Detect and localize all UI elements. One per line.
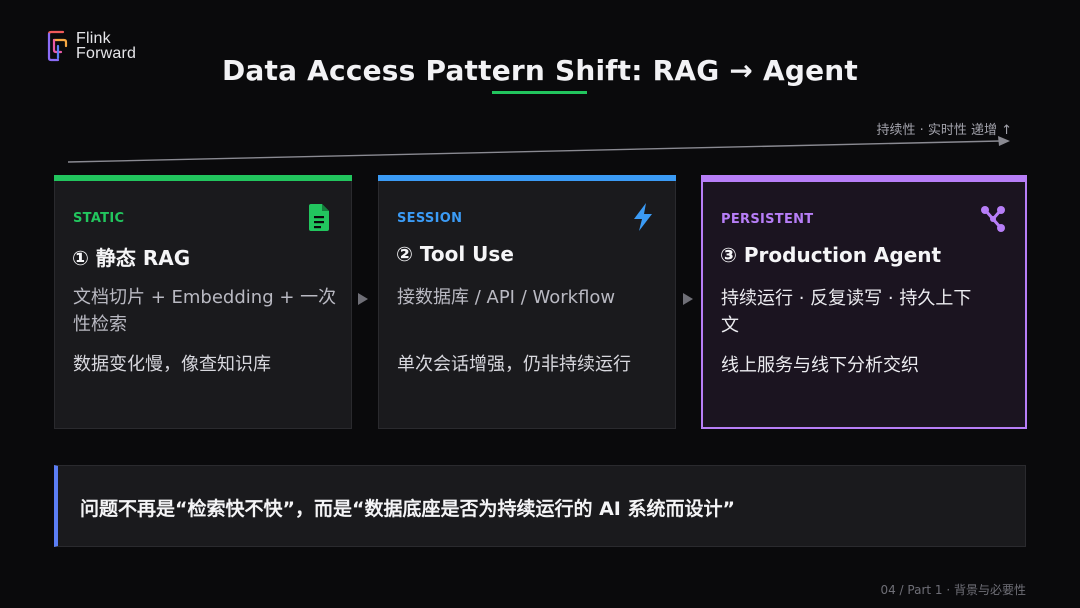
card-static-desc: 文档切片 + Embedding + 一次性检索 bbox=[73, 287, 337, 335]
flink-logo-icon bbox=[47, 30, 68, 62]
trend-arrow bbox=[67, 136, 1010, 163]
separator-arrow-icon bbox=[358, 293, 368, 305]
card-persistent-desc: 持续运行 · 反复读写 · 持久上下文 bbox=[721, 288, 972, 336]
trend-label: 持续性 · 实时性 递增 ↑ bbox=[876, 123, 1012, 138]
card-session: SESSION ② Tool Use 接数据库 / API / Workflow… bbox=[378, 175, 676, 429]
card-persistent-note: 线上服务与线下分析交织 bbox=[721, 355, 919, 376]
card-persistent: PERSISTENT ③ Production Agent 持续运行 · 反复读… bbox=[701, 175, 1027, 429]
card-static-note: 数据变化慢，像查知识库 bbox=[73, 354, 271, 375]
brand-line-1: Flink bbox=[76, 30, 111, 47]
card-static-topbar bbox=[54, 175, 352, 181]
network-icon bbox=[981, 206, 1005, 232]
card-session-tag: SESSION bbox=[397, 211, 463, 226]
quote-box: 问题不再是“检索快不快”，而是“数据底座是否为持续运行的 AI 系统而设计” bbox=[54, 465, 1026, 547]
brand-line-2: Forward bbox=[76, 45, 137, 62]
card-session-desc: 接数据库 / API / Workflow bbox=[397, 287, 616, 308]
card-static-tag: STATIC bbox=[73, 211, 125, 226]
separator-arrow-icon bbox=[683, 293, 693, 305]
card-session-heading: ② Tool Use bbox=[396, 242, 514, 266]
card-session-note: 单次会话增强，仍非持续运行 bbox=[397, 354, 631, 375]
brand-name: Flink Forward bbox=[76, 30, 137, 62]
title-underline bbox=[492, 91, 587, 94]
quote-text: 问题不再是“检索快不快”，而是“数据底座是否为持续运行的 AI 系统而设计” bbox=[80, 498, 735, 520]
flink-forward-logo: Flink Forward bbox=[46, 30, 136, 62]
card-persistent-topbar bbox=[701, 175, 1027, 182]
card-static-heading: ① 静态 RAG bbox=[72, 246, 191, 270]
card-static: STATIC ① 静态 RAG 文档切片 + Embedding + 一次性检索… bbox=[54, 175, 352, 429]
slide-title: Data Access Pattern Shift: RAG → Agent bbox=[221, 54, 858, 87]
card-persistent-tag: PERSISTENT bbox=[721, 212, 814, 227]
document-icon bbox=[309, 204, 329, 231]
card-persistent-heading: ③ Production Agent bbox=[720, 243, 942, 267]
lightning-icon bbox=[634, 203, 652, 231]
page-footer: 04 / Part 1 · 背景与必要性 bbox=[880, 583, 1026, 597]
card-session-topbar bbox=[378, 175, 676, 181]
